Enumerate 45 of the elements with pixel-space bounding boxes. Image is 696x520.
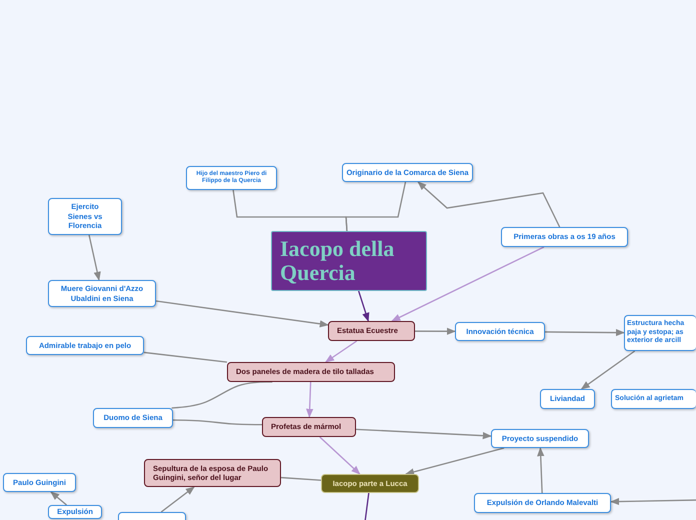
connector-line bbox=[364, 492, 370, 520]
event-box bbox=[321, 474, 419, 493]
arrow bbox=[306, 382, 314, 418]
topic-box bbox=[93, 408, 173, 428]
arrow bbox=[415, 328, 456, 335]
arrow bbox=[319, 436, 360, 475]
connector-line bbox=[345, 182, 406, 232]
topic-box bbox=[26, 336, 144, 355]
topic-text: Iacopo della Quercia bbox=[280, 236, 396, 286]
topic-box bbox=[611, 389, 696, 409]
topic-box bbox=[501, 227, 628, 247]
connector-line bbox=[280, 476, 322, 481]
connector-line bbox=[173, 419, 262, 426]
arrow bbox=[580, 350, 636, 390]
topic-box bbox=[3, 473, 76, 492]
arrow bbox=[610, 498, 696, 506]
topic-box bbox=[540, 389, 595, 409]
topic-box bbox=[455, 322, 545, 341]
arrow bbox=[50, 491, 67, 506]
topic-box bbox=[186, 166, 277, 190]
topic-box bbox=[48, 280, 156, 307]
topic-box bbox=[48, 198, 122, 235]
arrow bbox=[391, 246, 544, 322]
arrow bbox=[325, 340, 358, 363]
arrow bbox=[156, 300, 329, 328]
work-box bbox=[328, 321, 415, 341]
connector-line bbox=[144, 352, 228, 363]
topic-box bbox=[474, 493, 611, 513]
arrow bbox=[358, 290, 370, 322]
topic-box bbox=[624, 315, 696, 351]
arrow bbox=[537, 447, 544, 494]
title-box bbox=[271, 231, 427, 291]
arrow bbox=[545, 328, 625, 336]
work-box bbox=[262, 417, 356, 437]
arrow bbox=[160, 486, 195, 513]
work-box bbox=[227, 362, 395, 382]
arrow bbox=[417, 181, 560, 228]
topic-box bbox=[491, 429, 589, 448]
topic-box bbox=[342, 163, 473, 182]
arrow bbox=[405, 447, 504, 476]
connector-line bbox=[172, 381, 272, 409]
topic-box bbox=[48, 505, 102, 519]
work-box bbox=[144, 459, 281, 487]
arrow bbox=[356, 428, 492, 440]
arrow bbox=[88, 234, 101, 281]
